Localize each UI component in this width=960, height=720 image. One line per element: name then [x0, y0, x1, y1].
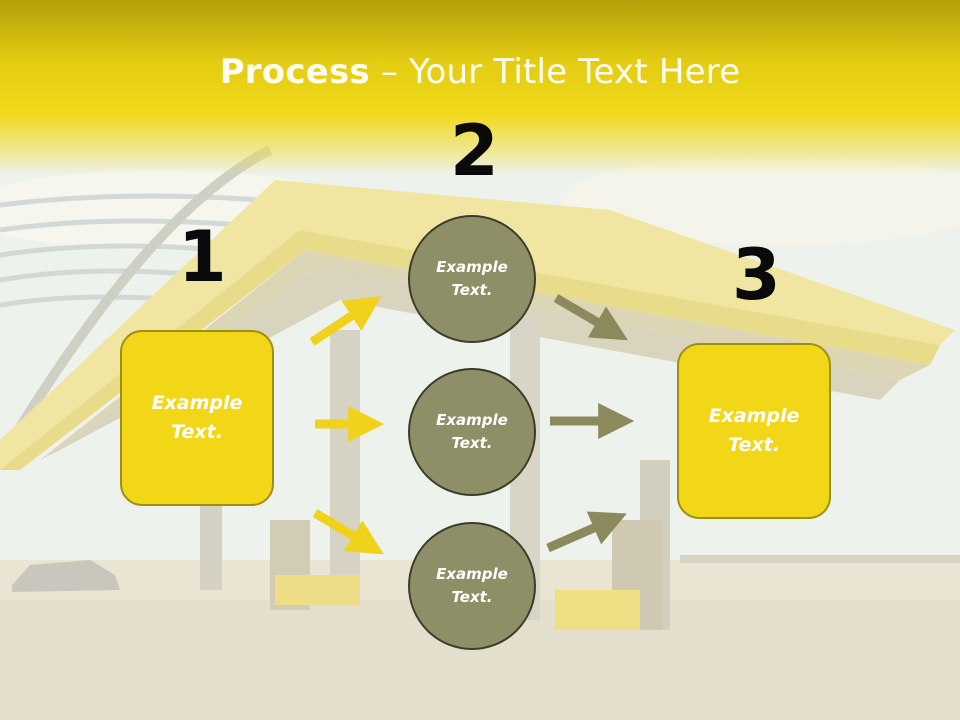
title-band [0, 0, 960, 175]
step-2-circle-bottom: Example Text. [408, 522, 536, 650]
step-number-2: 2 [450, 110, 499, 192]
circle-middle-text: Example Text. [436, 411, 508, 452]
title-rest: – Your Title Text Here [369, 52, 741, 92]
slide-title: Process – Your Title Text Here [0, 52, 960, 92]
arrow-down-right-olive [553, 294, 628, 341]
arrow-up-right-yellow [309, 296, 382, 346]
step-3-box-text: Example Text. [708, 405, 800, 456]
step-1-box: Example Text. [120, 330, 274, 506]
step-3-box: Example Text. [677, 343, 831, 519]
arrow-up-right-olive [546, 511, 627, 553]
arrow-down-right-yellow [312, 509, 384, 555]
step-number-3: 3 [732, 234, 781, 316]
step-1-box-text: Example Text. [151, 392, 243, 443]
step-2-circle-top: Example Text. [408, 215, 536, 343]
step-2-circle-middle: Example Text. [408, 368, 536, 496]
circle-top-text: Example Text. [436, 258, 508, 299]
step-number-1: 1 [178, 216, 227, 298]
circle-bottom-text: Example Text. [436, 565, 508, 606]
title-bold: Process [219, 52, 370, 92]
